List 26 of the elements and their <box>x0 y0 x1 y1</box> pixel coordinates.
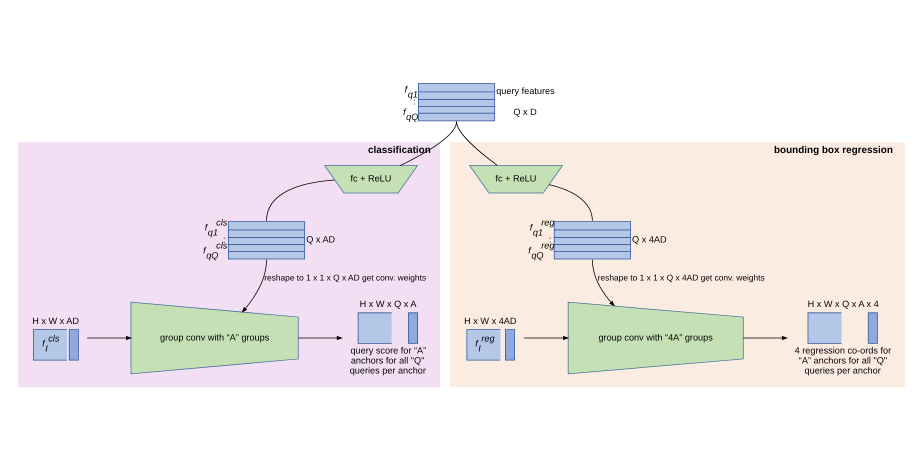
node-box: group conv with “A” groups <box>130 301 299 374</box>
arrow <box>298 335 343 340</box>
connector <box>266 179 335 221</box>
node-label: query score for “A” anchors for all "Q" queries per anchor <box>350 345 426 376</box>
node-label: 4 regression co-ords for “A” anchors for all "Q" queries per anchor <box>794 345 892 376</box>
node-label: Q x D <box>513 106 537 117</box>
arrow <box>86 335 132 340</box>
arrow <box>524 335 570 340</box>
node-label: H x W x Q x A x 4 <box>808 298 879 309</box>
connector <box>456 120 498 166</box>
node-label: : <box>548 234 552 244</box>
node-label: H x W x AD <box>32 315 79 326</box>
node-label: : <box>223 234 226 244</box>
node-label: query features <box>496 86 555 96</box>
node-label: H x W x Q x A <box>360 298 417 309</box>
arrow <box>242 258 267 312</box>
arrow <box>742 335 788 340</box>
edge-label: reshape to 1 x 1 x Q x 4AD get conv. weights <box>598 272 765 282</box>
arrow <box>592 258 615 306</box>
edge-label: reshape to 1 x 1 x Q x AD get conv. weights <box>264 272 426 282</box>
node-label: Q x 4AD <box>632 234 667 244</box>
node-label: Q x AD <box>306 234 336 244</box>
connector <box>400 120 457 166</box>
connector <box>548 184 593 221</box>
node-label: H x W x 4AD <box>464 315 516 326</box>
node-label: : <box>413 96 416 106</box>
